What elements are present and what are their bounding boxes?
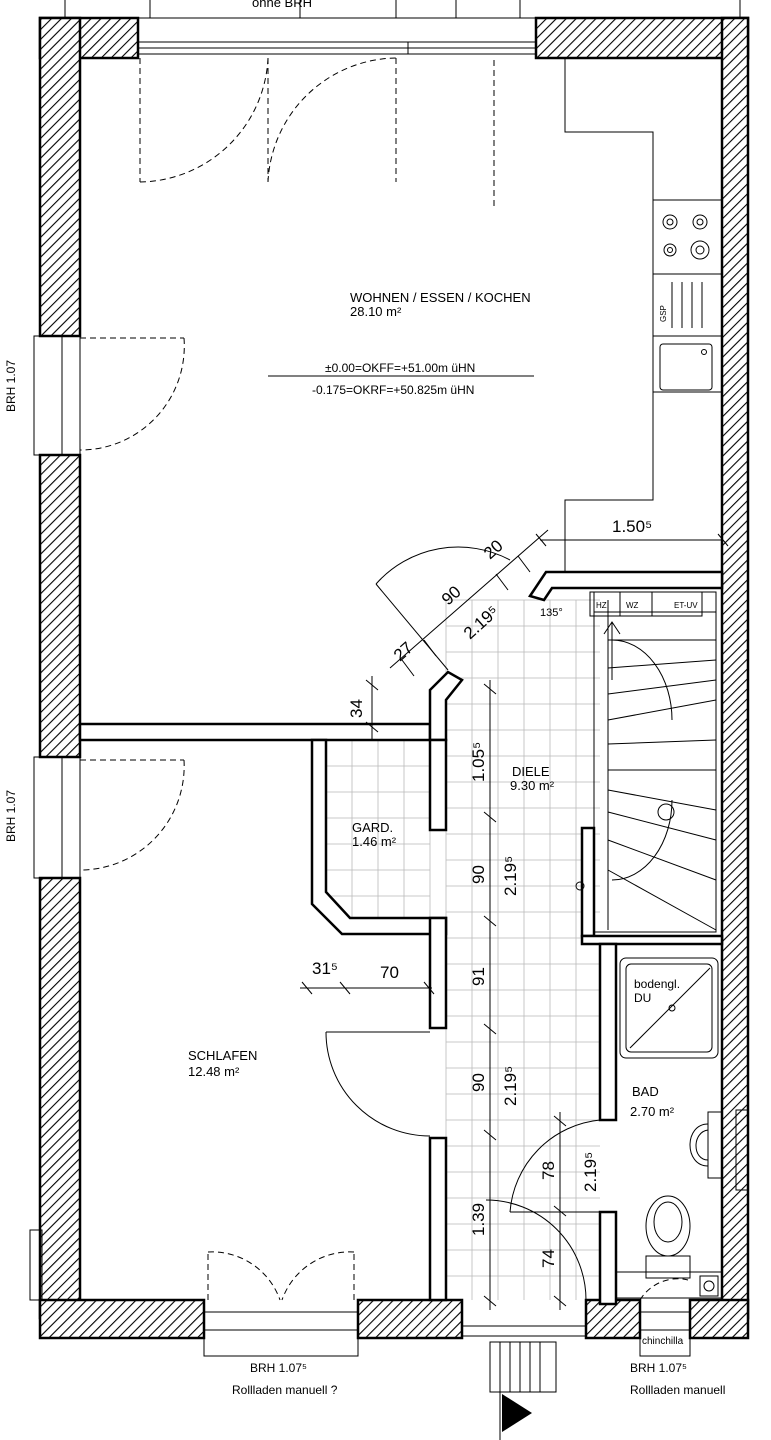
staircase: [575, 591, 717, 933]
bottom-window-brh-right: BRH 1.07⁵: [630, 1361, 687, 1375]
hall-tile-grid: [325, 599, 600, 1300]
entrance-steps: [489, 1341, 557, 1440]
dishwasher: [652, 273, 723, 337]
shower-label-1: bodengl.: [634, 977, 680, 991]
doors: [79, 57, 689, 1301]
room-area-hall: 9.30 m²: [510, 778, 555, 793]
dim-90-a: 90: [469, 865, 488, 884]
room-name-bath: BAD: [632, 1084, 659, 1099]
dim-34: 34: [347, 699, 366, 718]
room-name-living: WOHNEN / ESSEN / KOCHEN: [350, 290, 531, 305]
washbasin: [707, 1111, 723, 1179]
dim-stair-2195: 2.19⁵: [460, 602, 503, 643]
meter-et-uv: ET-UV: [674, 601, 698, 610]
level-okff: ±0.00=OKFF=+51.00m üHN: [325, 361, 475, 375]
bathroom-fixtures: bodengl. DU: [615, 957, 723, 1299]
dim-stair-20: 20: [480, 536, 507, 563]
room-name-hall: DIELE: [512, 764, 550, 779]
dim-stair-27: 27: [390, 638, 417, 665]
dim-angle: 135°: [540, 607, 563, 619]
shower: [619, 957, 719, 1059]
bottom-window-brh-left: BRH 1.07⁵: [250, 1361, 307, 1375]
dim-139: 1.39: [469, 1203, 488, 1236]
dim-stair-90: 90: [438, 582, 465, 609]
kitchen-appliances: GSP: [652, 199, 723, 393]
dim-78: 78: [539, 1161, 558, 1180]
room-area-bedroom: 12.48 m²: [188, 1064, 240, 1079]
room-area-living: 28.10 m²: [350, 304, 402, 319]
meter-hz: HZ: [596, 601, 607, 610]
dim-70: 70: [380, 963, 399, 982]
dim-2195-a: 2.19⁵: [501, 856, 520, 896]
interior-walls: [78, 58, 724, 1306]
dim-91: 91: [469, 967, 488, 986]
bottom-window-note-left: Rollladen manuell ?: [232, 1383, 338, 1397]
shower-label-2: DU: [634, 991, 651, 1005]
north-arrow-icon: [502, 1394, 532, 1432]
toilet: [645, 1195, 691, 1257]
kitchen-sink: [659, 343, 713, 391]
dimension-lines: [300, 529, 729, 1310]
exterior-walls: [29, 0, 750, 1357]
dim-90-b: 90: [469, 1073, 488, 1092]
meter-wz: WZ: [626, 601, 639, 610]
room-area-bath: 2.70 m²: [630, 1104, 675, 1119]
chinchilla-label: chinchilla: [642, 1336, 684, 1347]
bottom-window-note-right: Rollladen manuell: [630, 1383, 725, 1397]
stove: [652, 199, 723, 275]
room-area-wardrobe: 1.46 m²: [352, 834, 397, 849]
meter-boxes: HZ WZ ET-UV: [589, 591, 703, 617]
room-name-bedroom: SCHLAFEN: [188, 1048, 257, 1063]
level-okrf: -0.175=OKRF=+50.825m üHN: [312, 383, 474, 397]
dim-74: 74: [539, 1249, 558, 1268]
dishwasher-label: GSP: [659, 305, 668, 322]
dim-1055: 1.05⁵: [469, 742, 488, 782]
dim-kitchen-width: 1.50⁵: [612, 517, 652, 536]
room-name-wardrobe: GARD.: [352, 820, 393, 835]
dim-315: 31⁵: [312, 959, 338, 978]
dim-2195-b: 2.19⁵: [501, 1066, 520, 1106]
top-window-label: ohne BRH: [252, 0, 312, 10]
left-window-brh-bottom: BRH 1.07: [4, 790, 18, 842]
left-window-brh-top: BRH 1.07: [4, 360, 18, 412]
dim-2195-c: 2.19⁵: [581, 1152, 600, 1192]
